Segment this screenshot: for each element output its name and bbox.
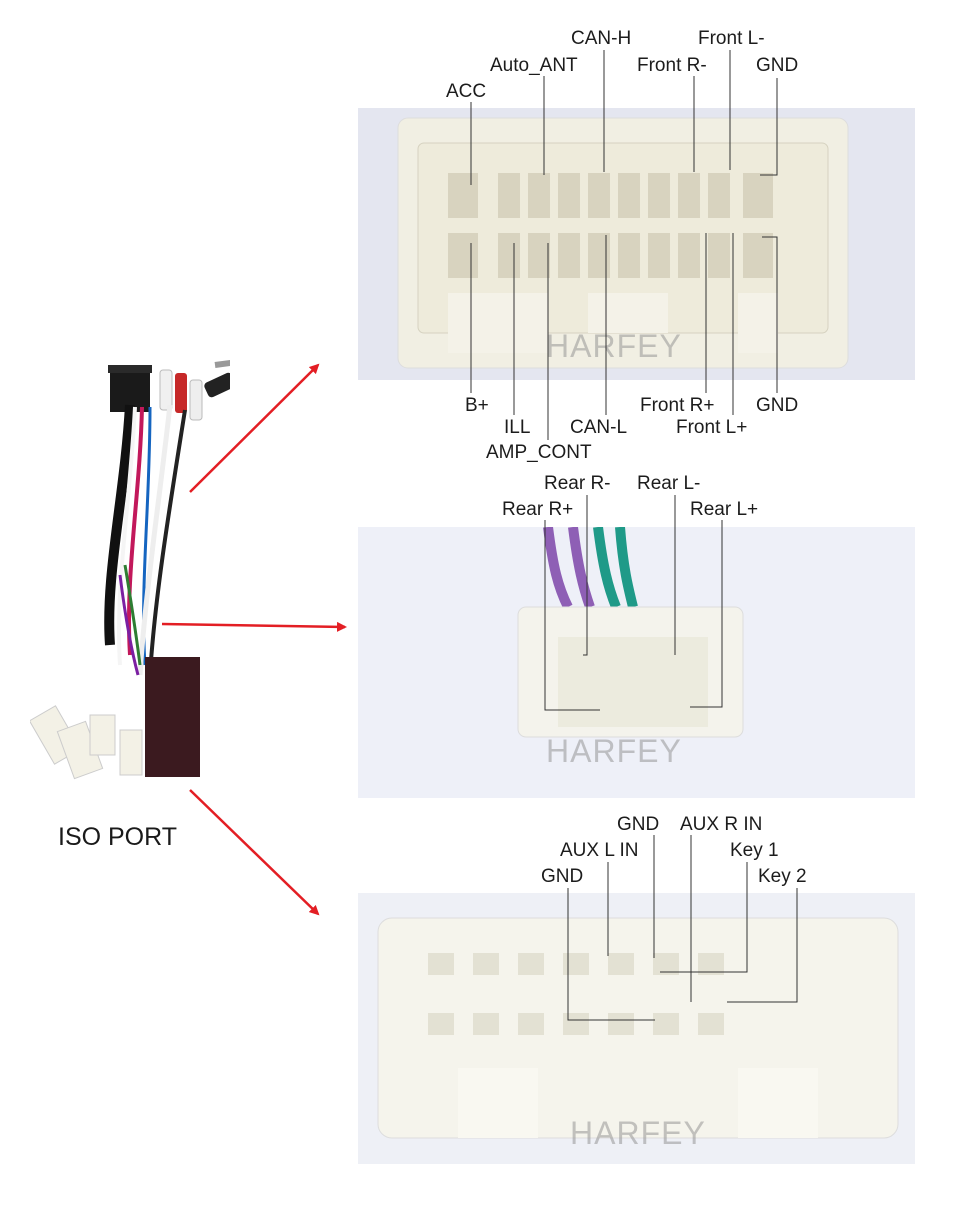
label-acc: ACC (446, 81, 487, 102)
label-rear-r-plus: Rear R+ (502, 499, 574, 520)
label-key-1: Key 1 (730, 840, 779, 861)
label-aux-gnd-left: GND (541, 866, 584, 887)
label-auto-ant: Auto_ANT (490, 55, 578, 76)
arrow-to-panel-2 (161, 621, 347, 632)
label-ill: ILL (504, 417, 531, 438)
harness-illustration (30, 345, 230, 805)
label-rear-r-minus: Rear R- (544, 473, 611, 494)
label-b-plus: B+ (465, 395, 489, 416)
iso-port-label: ISO PORT (58, 823, 178, 851)
watermark: HARFEY (546, 733, 682, 769)
label-key-2: Key 2 (758, 866, 807, 887)
label-amp-cont: AMP_CONT (486, 442, 592, 463)
label-front-l-minus: Front L- (698, 28, 765, 49)
label-rear-l-minus: Rear L- (637, 473, 701, 494)
label-aux-gnd-top: GND (617, 814, 660, 835)
watermark: HARFEY (570, 1115, 706, 1151)
label-front-r-minus: Front R- (637, 55, 707, 76)
connector-photo-2: HARFEY (358, 527, 915, 798)
label-gnd-top: GND (756, 55, 799, 76)
label-front-r-plus: Front R+ (640, 395, 715, 416)
label-can-l: CAN-L (570, 417, 628, 438)
label-front-l-plus: Front L+ (676, 417, 748, 438)
arrow-to-panel-1 (189, 363, 320, 493)
label-can-h: CAN-H (571, 28, 632, 49)
connector-photo-1: HARFEY (358, 108, 915, 380)
connector-photo-3: HARFEY (358, 893, 915, 1164)
label-aux-r-in: AUX R IN (680, 814, 763, 835)
watermark: HARFEY (546, 328, 682, 364)
label-aux-l-in: AUX L IN (560, 840, 639, 861)
label-gnd-bottom: GND (756, 395, 799, 416)
arrow-to-panel-3 (189, 789, 320, 916)
label-rear-l-plus: Rear L+ (690, 499, 759, 520)
